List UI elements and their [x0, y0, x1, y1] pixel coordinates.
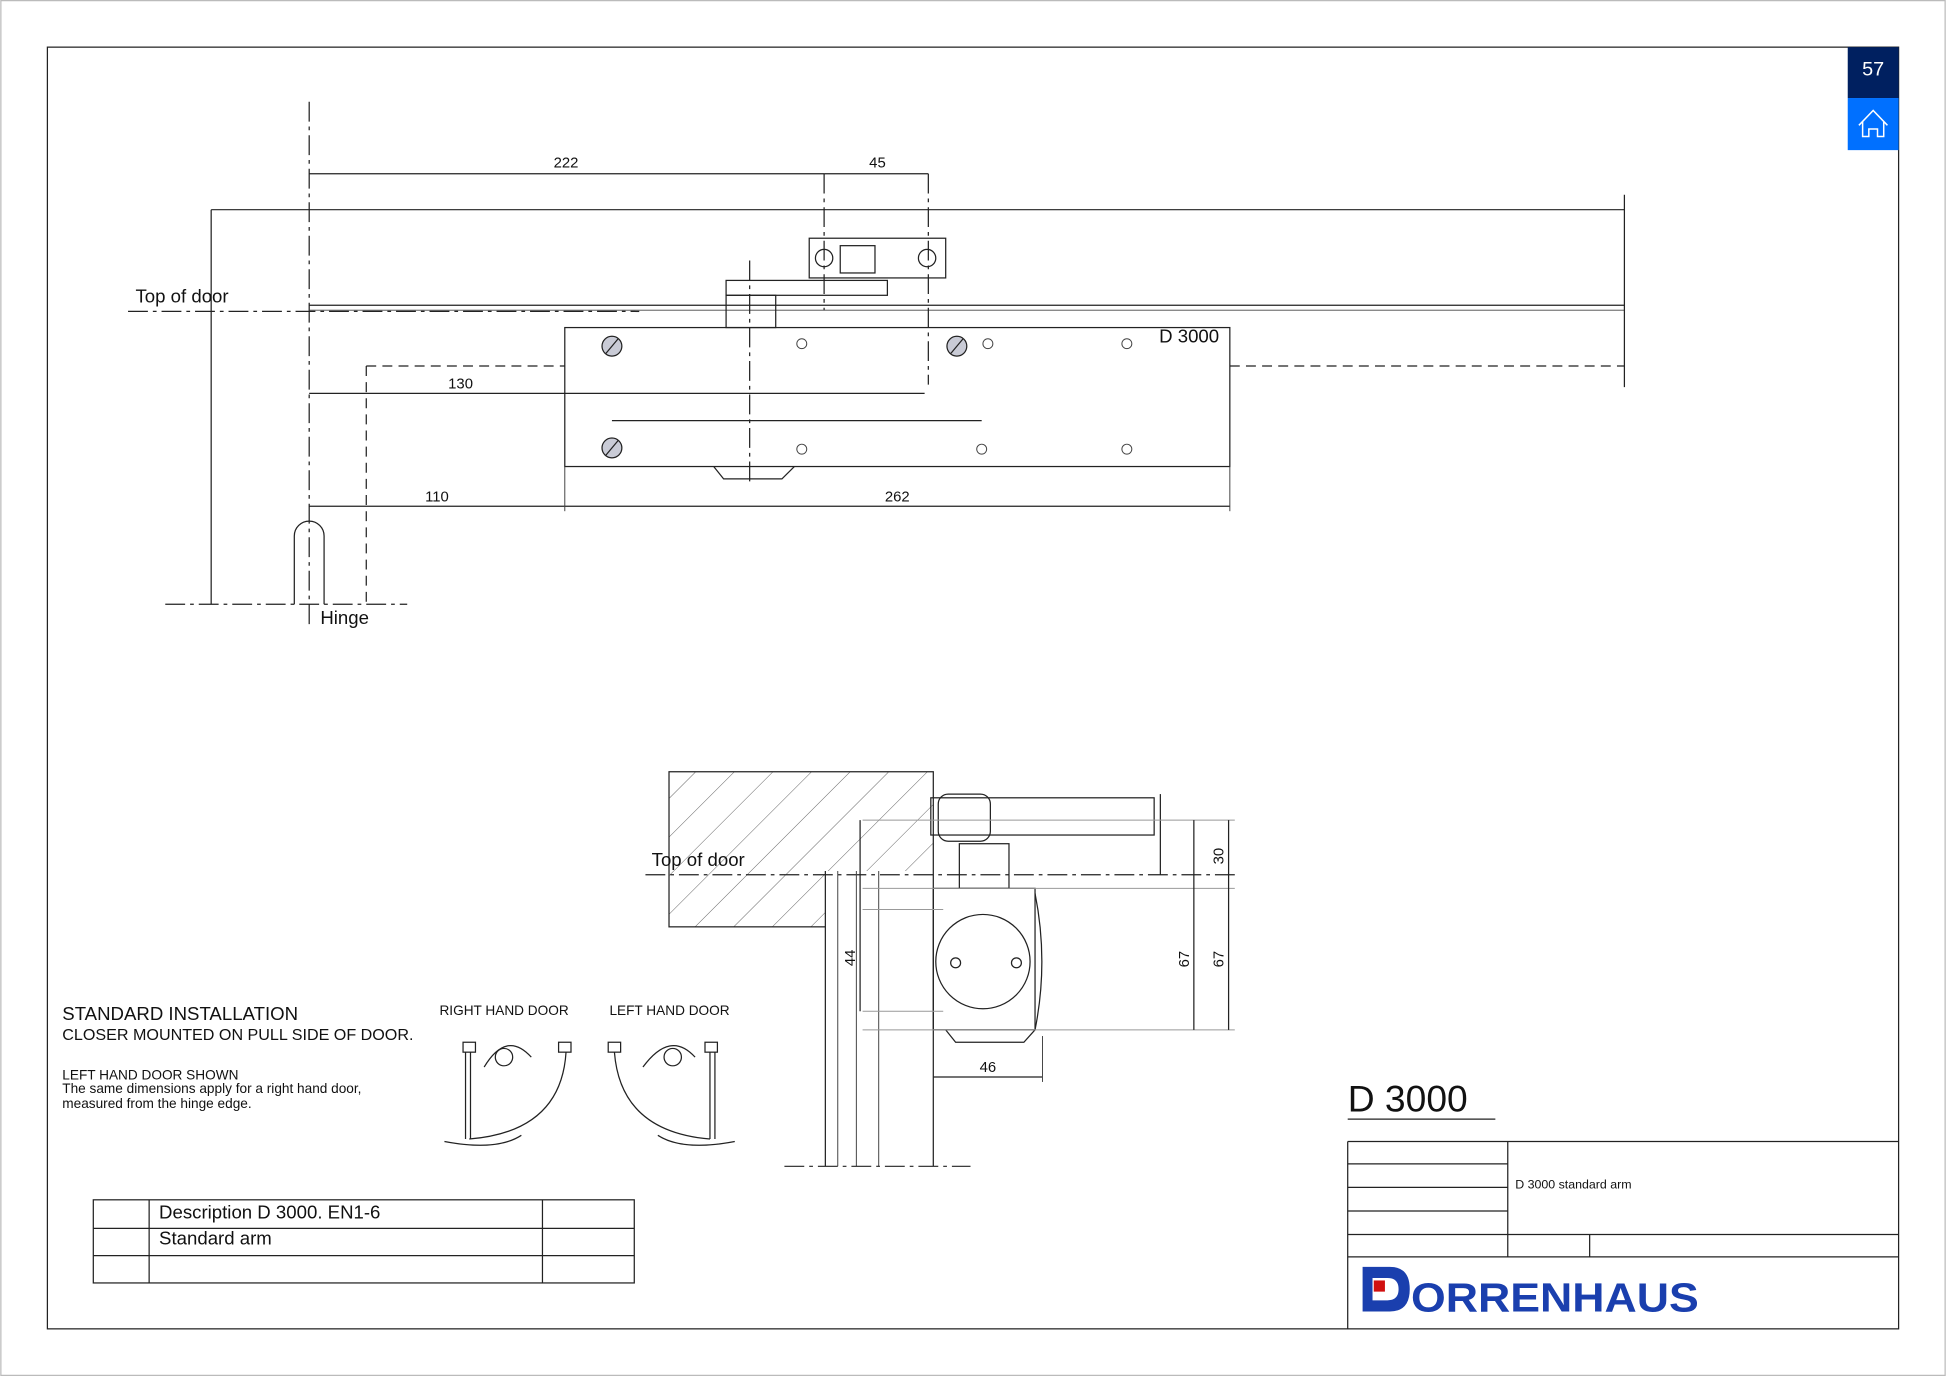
dim-30: 30: [1212, 848, 1228, 865]
right-hand-door-icon: [444, 1041, 572, 1146]
title-description: D 3000 standard arm: [1515, 1178, 1631, 1192]
notes-line-1: The same dimensions apply for a right ha…: [62, 1081, 361, 1096]
drawing-frame: [46, 46, 1900, 1330]
title-block: D 3000 D 3000 standard arm ORRENHAUS: [1347, 1078, 1899, 1329]
dorrenhaus-logo: ORRENHAUS: [1362, 1266, 1699, 1320]
dim-67-a: 67: [1177, 951, 1193, 968]
side-view-drawing: 30 67 67 44 46 Top of door: [645, 771, 1235, 1167]
installation-notes: STANDARD INSTALLATION CLOSER MOUNTED ON …: [62, 1003, 735, 1146]
side-top-of-door-label: Top of door: [652, 849, 745, 870]
page-number-badge: 57: [1847, 47, 1899, 99]
notes-line-2: measured from the hinge edge.: [62, 1096, 251, 1111]
right-hand-door-label: RIGHT HAND DOOR: [439, 1003, 568, 1018]
dim-110: 110: [425, 489, 449, 505]
left-hand-door-icon: [607, 1041, 735, 1146]
dim-130: 130: [448, 376, 473, 392]
notes-title: STANDARD INSTALLATION: [62, 1003, 298, 1024]
dim-222: 222: [554, 156, 579, 172]
dim-262: 262: [885, 489, 910, 505]
dim-67-b: 67: [1212, 951, 1228, 968]
dim-46: 46: [980, 1060, 997, 1076]
page-number: 57: [1862, 59, 1884, 81]
title-heading: D 3000: [1348, 1078, 1468, 1120]
home-icon: [1858, 109, 1888, 138]
description-row-1: Description D 3000. EN1-6: [159, 1201, 380, 1222]
description-row-2: Standard arm: [159, 1227, 272, 1248]
hinge-label: Hinge: [320, 607, 369, 628]
left-hand-door-label: LEFT HAND DOOR: [609, 1003, 729, 1018]
notes-subtitle: CLOSER MOUNTED ON PULL SIDE OF DOOR.: [62, 1026, 413, 1044]
svg-text:ORRENHAUS: ORRENHAUS: [1411, 1274, 1699, 1320]
notes-shown: LEFT HAND DOOR SHOWN: [62, 1067, 238, 1082]
top-view-drawing: 222 45 130 110 262 Top of door Hinge D 3…: [128, 101, 1626, 628]
dim-45: 45: [869, 156, 886, 172]
description-table: Description D 3000. EN1-6 Standard arm: [92, 1199, 635, 1284]
top-of-door-label: Top of door: [135, 286, 228, 307]
dim-44: 44: [843, 950, 859, 967]
home-button[interactable]: [1847, 98, 1899, 151]
model-label: D 3000: [1159, 325, 1219, 346]
